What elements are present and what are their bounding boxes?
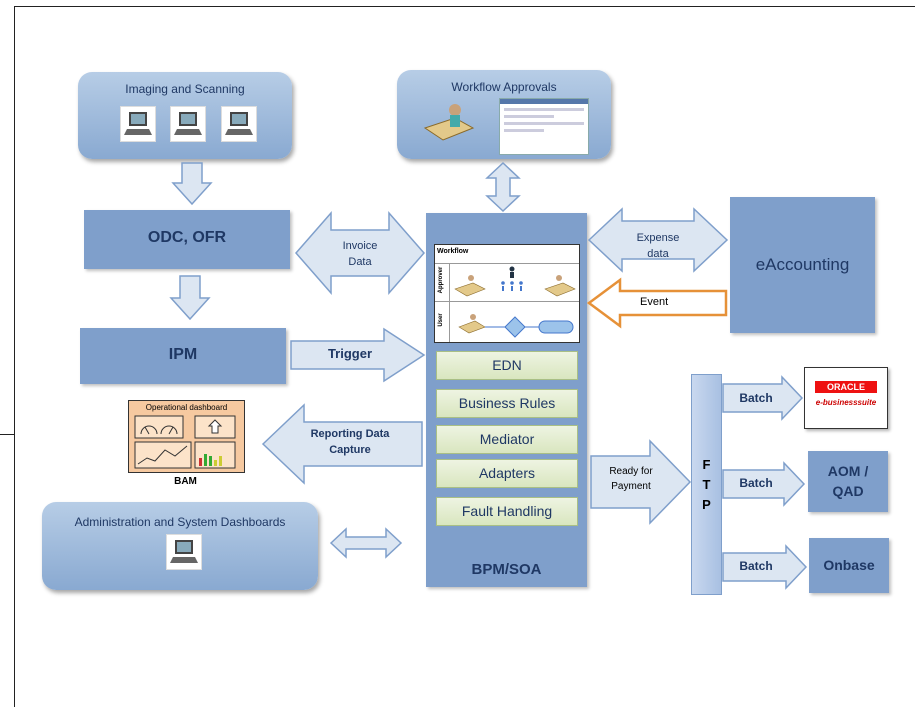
- arrow-batch-aom: [722, 461, 806, 507]
- computer-icon: [166, 534, 202, 570]
- soa-component-edn: EDN: [436, 351, 578, 380]
- odc-ofr-box: ODC, OFR: [84, 210, 290, 269]
- soa-component-fault-handling: Fault Handling: [436, 497, 578, 526]
- event-label: Event: [640, 296, 669, 308]
- workflow-panel-title: Workflow: [437, 248, 469, 255]
- arrow-updown-approvals-to-bpm: [485, 161, 521, 213]
- page-frame: [14, 6, 915, 707]
- workflow-approvals-title: Workflow Approvals: [451, 80, 557, 94]
- arrow-down-imaging-to-odc: [171, 162, 213, 206]
- invoice-data-label-line1: Invoice: [342, 240, 378, 252]
- bam-label: BAM: [174, 476, 197, 487]
- frame-tick: [0, 434, 14, 435]
- ftp-letter-t: T: [702, 477, 711, 492]
- reporting-label-line1: Reporting Data: [310, 428, 390, 440]
- aom-qad-box: AOM / QAD: [808, 451, 888, 512]
- lane-user-label: User: [438, 313, 444, 327]
- bpm-soa-label: BPM/SOA: [471, 561, 542, 578]
- eaccounting-box: eAccounting: [730, 197, 875, 333]
- workflow-approvals-box: Workflow Approvals: [397, 70, 611, 159]
- ipm-box: IPM: [80, 328, 286, 384]
- arrow-batch-onbase: [722, 544, 808, 590]
- arrow-ready-for-payment: [590, 439, 692, 525]
- bam-dashboard: Operational dashboard: [128, 400, 245, 473]
- batch-label-oracle: Batch: [739, 391, 773, 405]
- dashboard-widgets-graphic: [134, 415, 236, 469]
- imaging-scanning-box: Imaging and Scanning: [78, 72, 292, 159]
- computer-icon: [120, 106, 156, 142]
- batch-label-onbase: Batch: [739, 559, 773, 573]
- lane-approver-label: Approver: [438, 266, 444, 294]
- oracle-wordmark: ORACLE: [815, 381, 877, 393]
- eaccounting-label: eAccounting: [755, 255, 850, 274]
- admin-dashboards-box: Administration and System Dashboards: [42, 502, 318, 590]
- ebs-wordmark: e-businesssuite: [815, 398, 877, 407]
- ready-payment-label-line1: Ready for: [609, 466, 653, 477]
- application-screenshot-icon: [499, 98, 589, 155]
- qad-label: QAD: [832, 483, 864, 499]
- trigger-label: Trigger: [327, 346, 373, 361]
- ftp-box: F T P: [691, 374, 722, 595]
- batch-label-aom: Batch: [739, 476, 773, 490]
- soa-component-mediator: Mediator: [436, 425, 578, 454]
- soa-component-adapters: Adapters: [436, 459, 578, 488]
- invoice-data-label-line2: Data: [348, 256, 372, 268]
- imaging-scanning-title: Imaging and Scanning: [125, 82, 245, 96]
- arrow-batch-oracle: [722, 375, 804, 421]
- arrow-admin-to-bpm: [329, 527, 403, 559]
- soa-component-business-rules: Business Rules: [436, 389, 578, 418]
- arrow-invoice-data: [295, 211, 425, 295]
- arrow-trigger: [290, 327, 426, 383]
- onbase-label: Onbase: [823, 557, 875, 573]
- arrow-reporting-data-capture: [261, 403, 423, 485]
- computer-icon: [170, 106, 206, 142]
- computer-icon: [221, 106, 257, 142]
- oracle-ebs-logo: ORACLE e-businesssuite: [804, 367, 888, 429]
- expense-data-label-line1: Expense: [636, 232, 680, 244]
- ready-payment-label-line2: Payment: [611, 481, 651, 492]
- reporting-label-line2: Capture: [329, 444, 371, 456]
- onbase-box: Onbase: [809, 538, 889, 593]
- workflow-swimlane-panel: Workflow Approver User: [434, 244, 580, 343]
- aom-label: AOM /: [827, 463, 869, 479]
- odc-ofr-label: ODC, OFR: [147, 229, 227, 246]
- ftp-letter-f: F: [702, 457, 711, 472]
- expense-data-label-line2: data: [647, 248, 669, 260]
- bam-dashboard-title: Operational dashboard: [145, 403, 228, 412]
- admin-dashboards-title: Administration and System Dashboards: [74, 515, 286, 529]
- arrow-event: [586, 277, 728, 329]
- approver-desk-icon: [423, 104, 475, 141]
- ipm-label: IPM: [168, 346, 198, 363]
- arrow-expense-data: [587, 207, 729, 273]
- workflow-lanes-graphic: [454, 266, 576, 338]
- ftp-letter-p: P: [702, 497, 711, 512]
- arrow-down-odc-to-ipm: [169, 275, 211, 321]
